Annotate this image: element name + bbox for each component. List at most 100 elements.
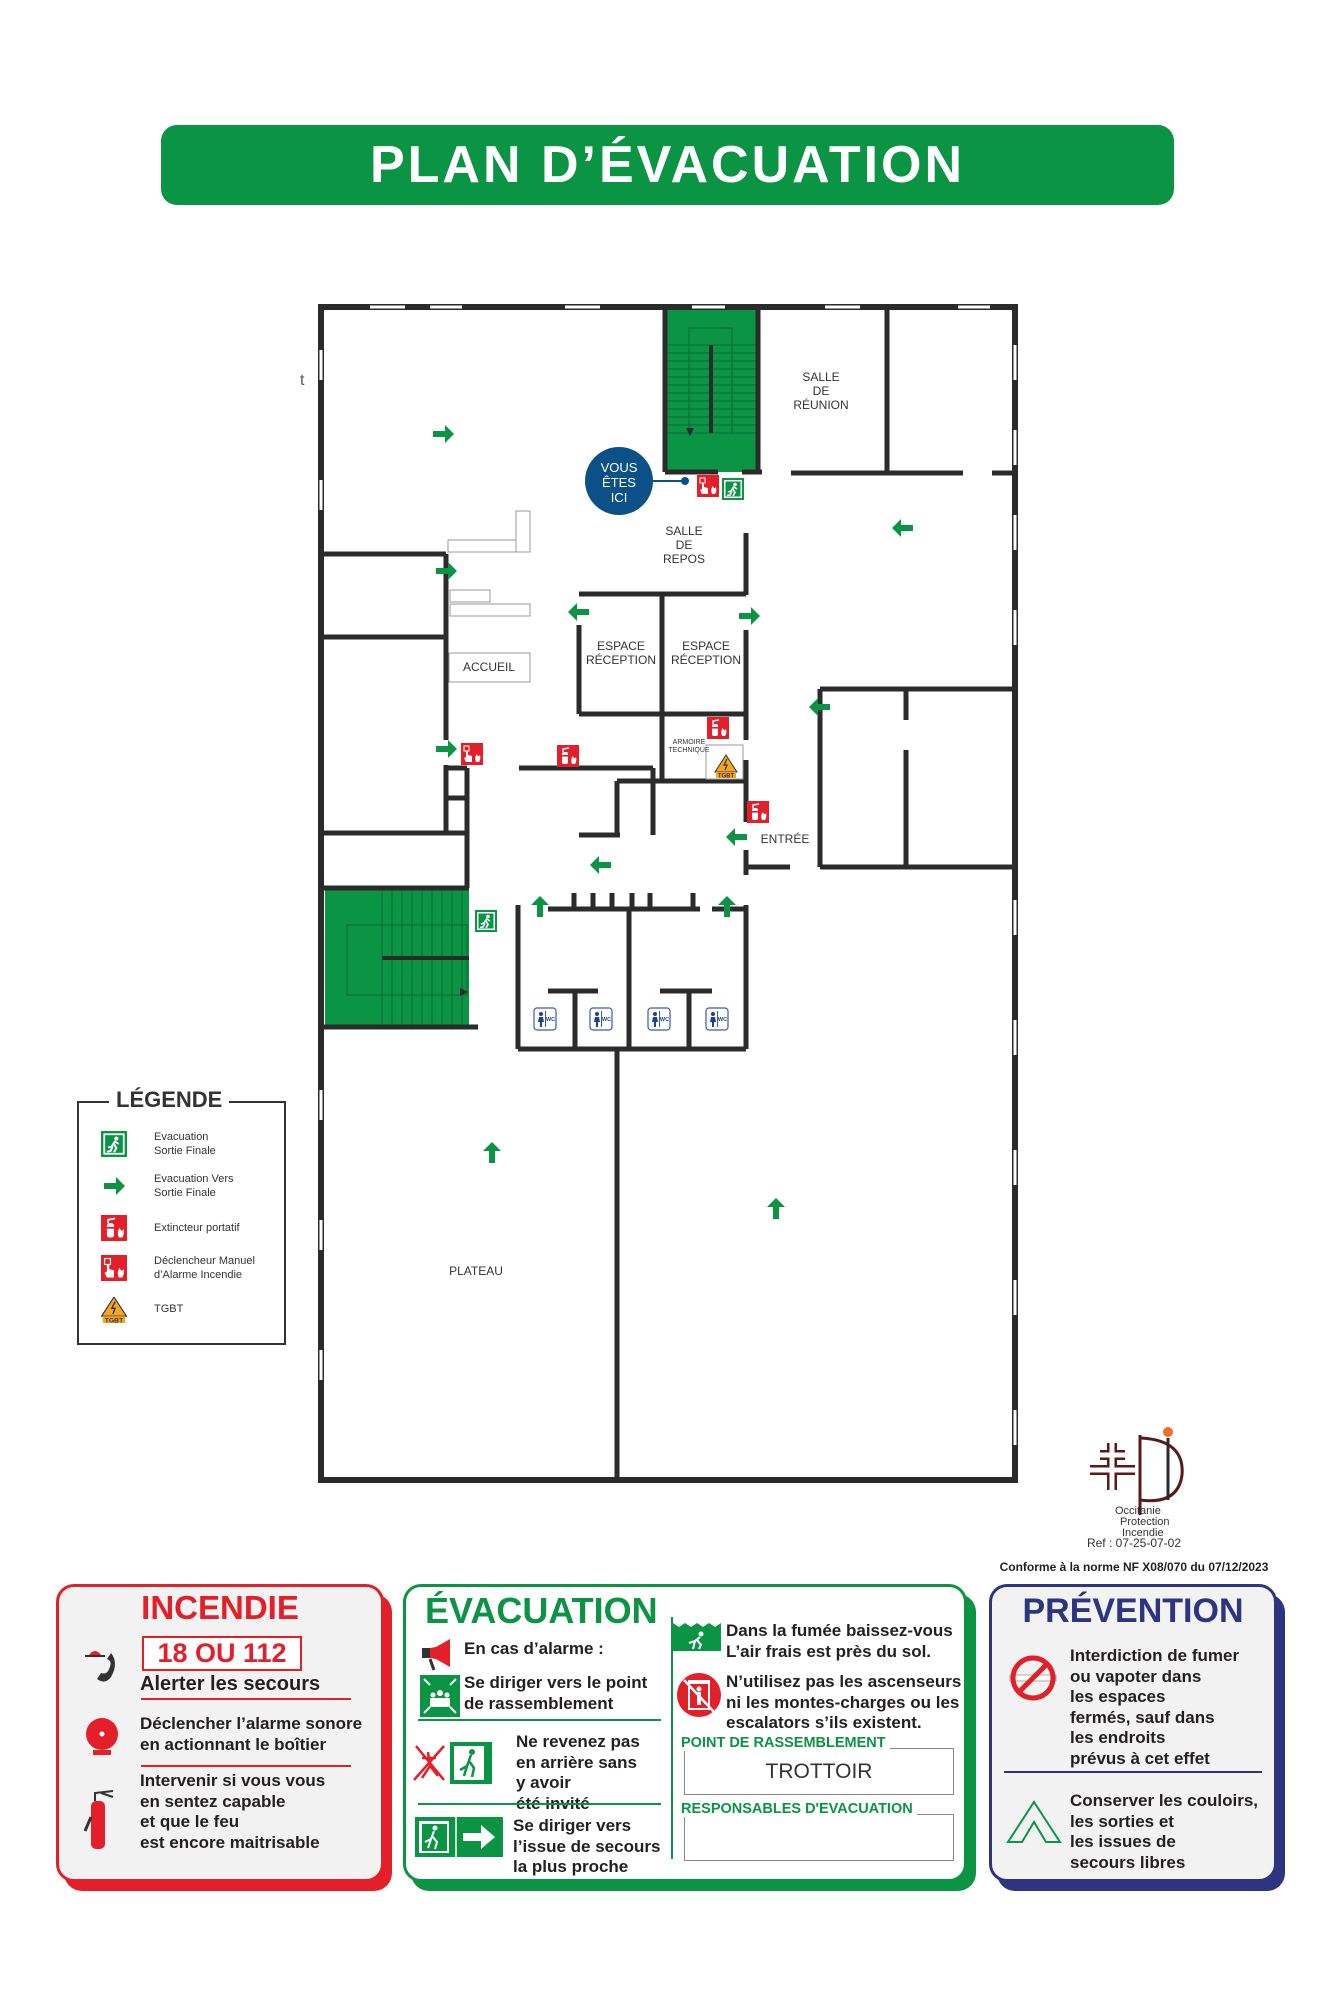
logo-text: Occitanie bbox=[1115, 1505, 1161, 1517]
legend-label: TGBT bbox=[154, 1303, 184, 1315]
room-label-entree: ENTRÉE bbox=[761, 831, 810, 846]
legend-label: Sortie Finale bbox=[154, 1144, 216, 1157]
no-elevator-icon bbox=[677, 1673, 721, 1717]
exit-sign-icon bbox=[721, 477, 745, 501]
divider bbox=[141, 1698, 351, 1700]
legend-label: d’Alarme Incendie bbox=[154, 1268, 243, 1281]
legend-label: Extincteur portatif bbox=[154, 1222, 240, 1234]
you-are-here-text: ICI bbox=[611, 490, 628, 505]
legend-item-extinguisher: Extincteur portatif bbox=[79, 1211, 284, 1247]
room-label-salle-reunion: RÉUNION bbox=[793, 397, 848, 412]
no-return-icon bbox=[413, 1742, 492, 1784]
room-label-plateau: PLATEAU bbox=[449, 1264, 503, 1278]
legend-item-tgbt: TGBT bbox=[79, 1293, 284, 1329]
intervene-line: Intervenir si vous vous bbox=[140, 1771, 326, 1790]
fire-extinguisher-icon bbox=[706, 716, 730, 740]
assembly-line: de rassemblement bbox=[464, 1693, 614, 1713]
no-smoking-text: Interdiction de fumer ou vapoter dans le… bbox=[1070, 1646, 1239, 1769]
prevention-panel: PRÉVENTION Interdiction de fumer ou vapo… bbox=[989, 1584, 1277, 1882]
interior-walls bbox=[321, 310, 1015, 1480]
manual-alarm-icon bbox=[460, 742, 484, 766]
accueil-desk bbox=[448, 652, 531, 683]
tgbt-icon bbox=[101, 1297, 127, 1323]
evacuation-managers-label: RESPONSABLES D'EVACUATION bbox=[681, 1801, 917, 1817]
alert-text: Alerter les secours bbox=[140, 1673, 321, 1695]
page-title: PLAN D’ÉVACUATION bbox=[161, 125, 1174, 205]
column-divider bbox=[671, 1617, 673, 1859]
you-are-here-marker: VOUS ÊTES ICI bbox=[585, 447, 689, 515]
assembly-point-label: POINT DE RASSEMBLEMENT bbox=[681, 1735, 890, 1751]
assembly-point-icon bbox=[420, 1675, 460, 1717]
fire-extinguisher-icon bbox=[556, 744, 580, 768]
keep-clear-text: Conserver les couloirs, les sorties et l… bbox=[1070, 1791, 1258, 1873]
elevator-line: ni les montes-charges ou les bbox=[726, 1692, 960, 1712]
intervene-line: en sentez capable bbox=[140, 1791, 286, 1811]
conformity-note: Conforme à la norme NF X08/070 du 07/12/… bbox=[1000, 1560, 1269, 1574]
divider bbox=[418, 1719, 661, 1721]
exit-sign-icon bbox=[101, 1131, 127, 1157]
evacuation-managers-field bbox=[684, 1814, 954, 1861]
evacuation-panel: ÉVACUATION En cas d’alarme : Se diriger … bbox=[403, 1584, 967, 1882]
alarm-line: en actionnant le boîtier bbox=[140, 1734, 327, 1754]
exit-sign-icon bbox=[474, 909, 498, 933]
reference-number: Ref : 07-25-07-02 bbox=[1087, 1536, 1181, 1550]
no-smoking-line: fermés, sauf dans bbox=[1070, 1707, 1215, 1727]
phone-icon bbox=[85, 1651, 115, 1682]
room-label-salle-reunion: SALLE bbox=[802, 370, 839, 384]
smoke-crawl-icon bbox=[673, 1623, 721, 1651]
room-label-salle-repos: DE bbox=[676, 538, 693, 552]
intervene-line: est encore maitrisable bbox=[140, 1832, 320, 1852]
legend-label: Sortie Finale bbox=[154, 1186, 216, 1199]
megaphone-icon bbox=[422, 1639, 450, 1671]
no-return-text: Ne revenez pas en arrière sans y avoir é… bbox=[516, 1732, 640, 1814]
nearest-exit-text: Se diriger vers l’issue de secours la pl… bbox=[513, 1816, 660, 1878]
elevator-line: N’utilisez pas les ascenseurs bbox=[726, 1672, 962, 1691]
incendie-title: INCENDIE bbox=[141, 1589, 299, 1626]
no-smoking-line: prévus à cet effet bbox=[1070, 1748, 1210, 1768]
nearest-exit-line: Se diriger vers bbox=[513, 1816, 632, 1835]
fire-extinguisher-icon bbox=[746, 800, 770, 824]
keep-clear-line: les sorties et bbox=[1070, 1811, 1174, 1831]
keep-clear-line: secours libres bbox=[1070, 1852, 1186, 1872]
room-label-espace-reception: RÉCEPTION bbox=[586, 652, 656, 667]
wc-icon bbox=[705, 1007, 729, 1031]
green-arrow-icon bbox=[104, 1177, 125, 1195]
legend-label: Evacuation Vers bbox=[154, 1173, 234, 1185]
staircase-left bbox=[325, 889, 469, 1027]
legend-title: LÉGENDE bbox=[109, 1087, 230, 1113]
room-label-salle-repos: SALLE bbox=[665, 524, 702, 538]
manual-alarm-icon bbox=[101, 1255, 127, 1281]
staircase-top bbox=[667, 310, 757, 472]
nearest-exit-line: la plus proche bbox=[513, 1857, 629, 1876]
room-label-salle-repos: REPOS bbox=[663, 552, 705, 566]
intervene-text: Intervenir si vous vous en sentez capabl… bbox=[140, 1771, 325, 1853]
intervene-line: et que le feu bbox=[140, 1812, 240, 1831]
wc-icon bbox=[589, 1007, 613, 1031]
you-are-here-text: VOUS bbox=[601, 460, 638, 475]
fire-extinguisher-icon bbox=[101, 1215, 127, 1241]
emergency-number: 18 OU 112 bbox=[142, 1636, 302, 1671]
no-return-line: y avoir bbox=[516, 1773, 571, 1792]
legend-label: Déclencheur Manuel bbox=[154, 1255, 255, 1267]
room-label-accueil: ACCUEIL bbox=[463, 660, 515, 674]
no-return-line: en arrière sans bbox=[516, 1752, 637, 1772]
room-label-espace-reception: RÉCEPTION bbox=[671, 652, 741, 667]
no-smoking-line: Interdiction de fumer bbox=[1070, 1646, 1240, 1665]
assembly-line: Se diriger vers le point bbox=[464, 1673, 648, 1692]
elevator-text: N’utilisez pas les ascenseurs ni les mon… bbox=[726, 1672, 961, 1734]
room-label-armoire-technique: TECHNIQUE bbox=[668, 747, 710, 754]
stray-mark: t bbox=[300, 372, 305, 389]
no-smoking-line: les endroits bbox=[1070, 1728, 1166, 1747]
logo-text: Incendie bbox=[1122, 1527, 1164, 1539]
company-logo: Occitanie Protection Incendie bbox=[1090, 1427, 1184, 1539]
you-are-here-text: ÊTES bbox=[602, 475, 636, 490]
alarm-bell-icon bbox=[86, 1718, 118, 1755]
incendie-panel: INCENDIE 18 OU 112 Alerter les secours D… bbox=[56, 1584, 384, 1882]
clear-path-icon bbox=[1006, 1800, 1062, 1843]
